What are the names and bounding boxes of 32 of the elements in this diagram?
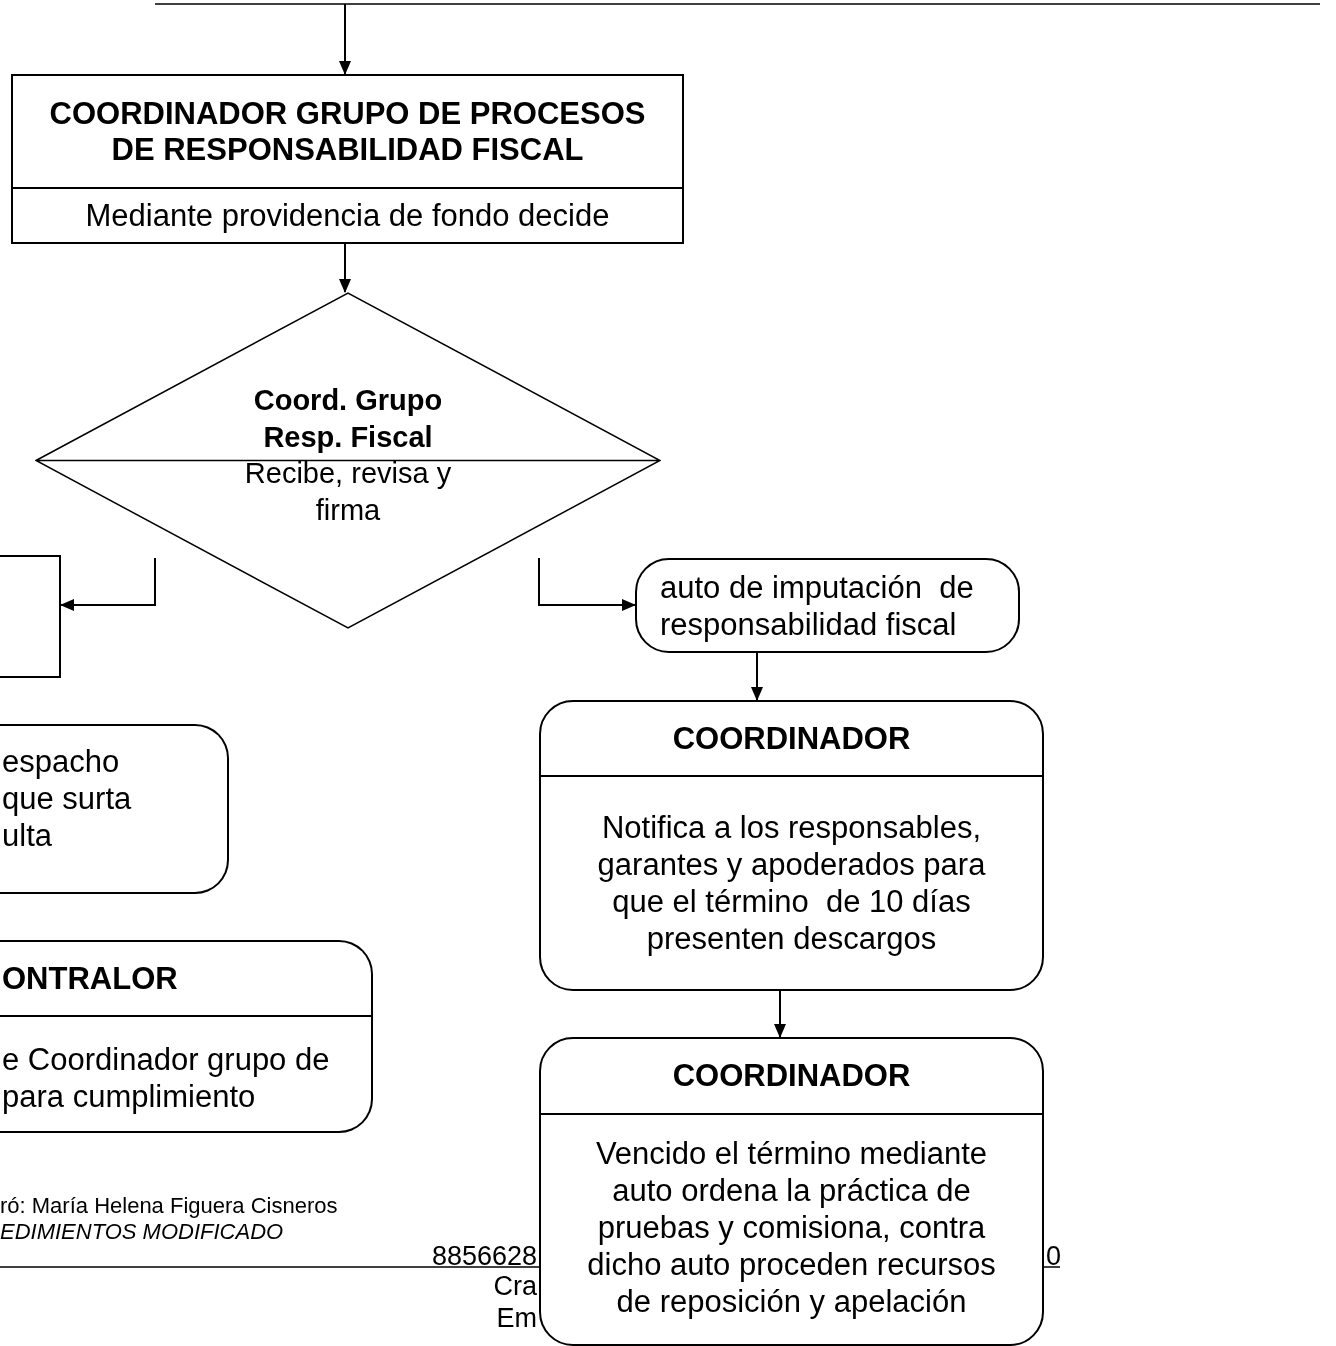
arrow	[339, 243, 351, 293]
rounded-process-box	[0, 724, 229, 894]
step-text: Notifica a los responsables, garantes y apoderados para que el término de 10 días presenten descargos	[596, 809, 987, 957]
footer-text: 8856628	[431, 1241, 537, 1271]
step-text: Vencido el término mediante auto ordena la práctica de pruebas y comisiona, contra dicho auto proceden recursos de reposición y apelación	[586, 1135, 997, 1320]
footer-note: ró: María Helena Figuera Cisneros	[0, 1193, 338, 1218]
process-box	[0, 555, 61, 678]
step-text: auto de imputación de responsabilidad fiscal	[660, 568, 975, 643]
rounded-process-box	[539, 700, 1044, 991]
role-heading: COORDINADOR	[672, 1058, 911, 1094]
role-heading: COORDINADOR GRUPO DE PROCESOS DE RESPONSABILIDAD FISCAL	[48, 95, 647, 168]
arrow	[60, 557, 156, 611]
footer-text: 0	[1046, 1241, 1062, 1271]
step-text: e Coordinador grupo de para cumplimiento	[2, 1041, 331, 1115]
arrow	[751, 652, 763, 701]
step-text: espacho que surta ulta	[2, 743, 133, 854]
process-box	[11, 74, 684, 244]
rounded-process-box	[539, 1037, 1044, 1346]
decision-diamond	[35, 292, 661, 629]
footer-text: Cra	[493, 1271, 537, 1301]
role-heading: Coord. Grupo Resp. Fiscal	[252, 383, 444, 455]
footer-text: Em	[496, 1303, 537, 1333]
step-text: Mediante providencia de fondo decide	[85, 197, 610, 234]
arrow	[774, 990, 786, 1038]
rounded-process-box	[635, 558, 1020, 653]
step-text: Recibe, revisa y firma	[243, 456, 453, 528]
rounded-process-box	[0, 940, 373, 1133]
role-heading: ONTRALOR	[2, 960, 178, 997]
arrow	[339, 3, 351, 75]
footer-note: EDIMIENTOS MODIFICADO	[0, 1219, 284, 1244]
arrow	[538, 557, 636, 611]
role-heading: COORDINADOR	[672, 720, 911, 757]
